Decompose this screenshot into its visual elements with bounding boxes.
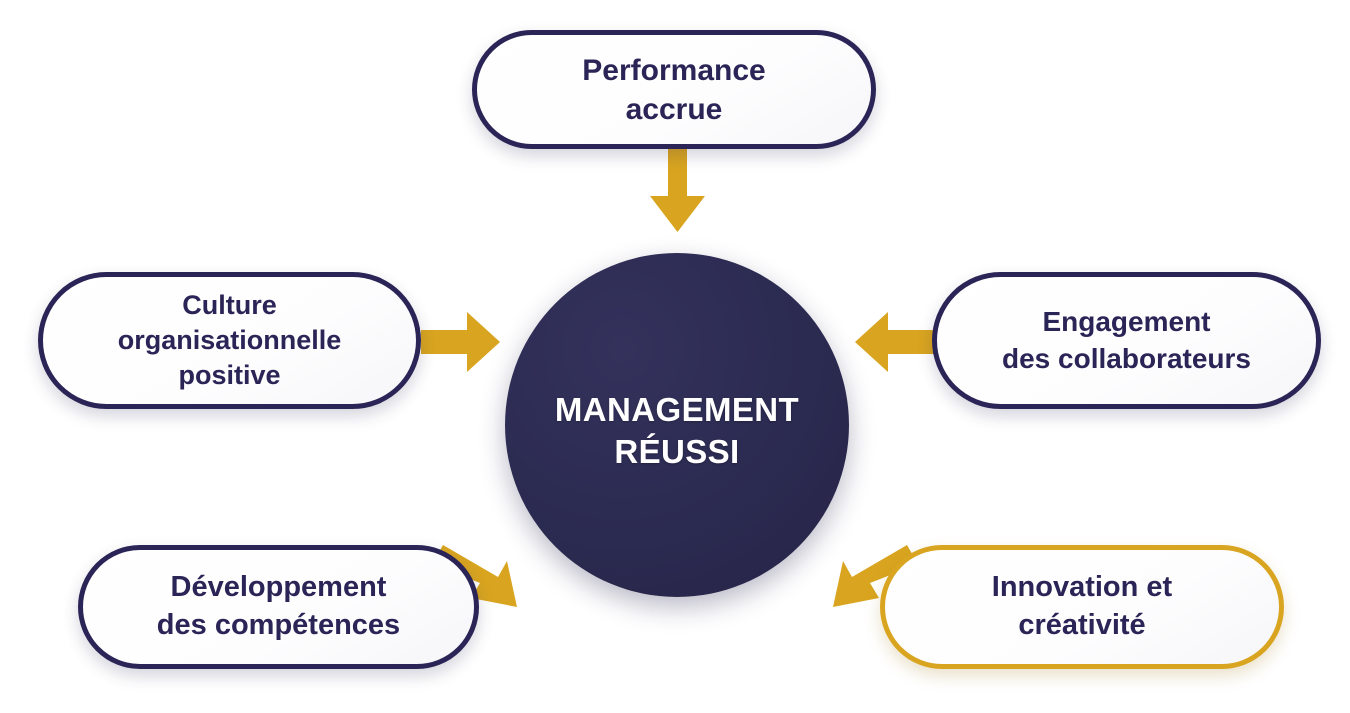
node-performance[interactable]: Performance accrue <box>472 30 876 149</box>
node-innovation-label: Innovation et créativité <box>991 571 1173 641</box>
arrow-left-right-icon <box>421 312 500 372</box>
node-performance-label: Performance accrue <box>582 53 766 126</box>
node-developpement[interactable]: Développement des compétences <box>78 545 479 669</box>
node-engagement-label: Engagement des collaborateurs <box>1002 306 1251 374</box>
arrow-right-left-icon <box>855 312 934 372</box>
node-developpement-label: Développement des compétences <box>156 571 401 641</box>
center-hub-label: MANAGEMENT RÉUSSI <box>554 390 800 470</box>
node-culture[interactable]: Culture organisationnelle positive <box>38 272 421 409</box>
node-innovation[interactable]: Innovation et créativité <box>880 545 1284 669</box>
center-hub[interactable]: MANAGEMENT RÉUSSI <box>505 253 849 597</box>
node-culture-label: Culture organisationnelle positive <box>117 289 342 391</box>
arrow-top-down-icon <box>650 147 705 232</box>
node-engagement[interactable]: Engagement des collaborateurs <box>932 272 1321 409</box>
